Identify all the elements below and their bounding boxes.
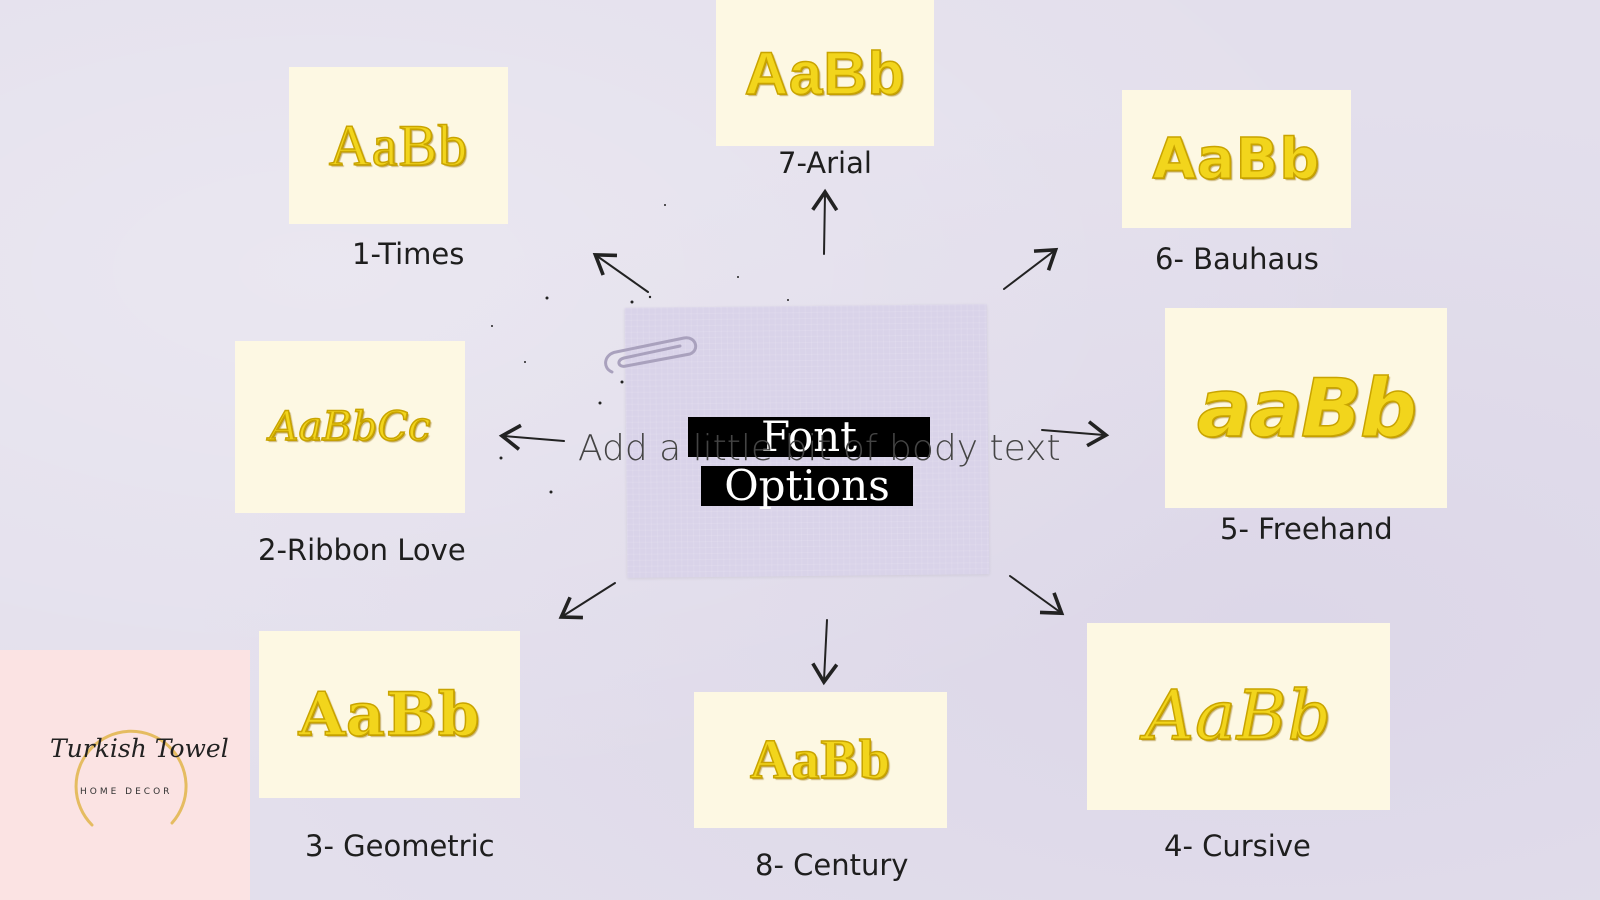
font-sample-freehand: aaBb xyxy=(1196,361,1418,456)
font-label-arial: 7-Arial xyxy=(778,146,872,180)
title-line-font: Font xyxy=(688,416,930,458)
font-label-century: 8- Century xyxy=(755,848,909,882)
font-card-times[interactable]: AaBb xyxy=(289,67,508,224)
font-card-ribbon-love[interactable]: AaBbCc xyxy=(235,341,465,513)
font-card-arial[interactable]: AaBb xyxy=(716,0,934,146)
font-card-bauhaus[interactable]: AaBb xyxy=(1122,90,1351,228)
font-sample-cursive: AaBb xyxy=(1144,676,1333,757)
font-label-bauhaus: 6- Bauhaus xyxy=(1155,242,1319,276)
font-label-geometric: 3- Geometric xyxy=(305,829,495,863)
logo-ring-icon xyxy=(74,729,188,827)
logo-tagline: HOME DECOR xyxy=(80,787,173,797)
font-sample-bauhaus: AaBb xyxy=(1152,126,1321,193)
font-card-cursive[interactable]: AaBb xyxy=(1087,623,1390,810)
font-card-century[interactable]: AaBb xyxy=(694,692,947,828)
font-sample-geometric: AaBb xyxy=(298,679,481,751)
font-label-ribbon-love: 2-Ribbon Love xyxy=(258,533,466,567)
logo-name: Turkish Towel xyxy=(50,734,229,763)
brand-logo xyxy=(0,650,250,900)
font-sample-ribbon-love: AaBbCc xyxy=(269,403,431,451)
font-label-freehand: 5- Freehand xyxy=(1220,512,1393,546)
font-card-freehand[interactable]: aaBb xyxy=(1165,308,1447,508)
font-card-geometric[interactable]: AaBb xyxy=(259,631,520,798)
title-line-options: Options xyxy=(701,465,913,507)
font-sample-arial: AaBb xyxy=(744,39,906,108)
font-label-times: 1-Times xyxy=(352,237,465,271)
body-text-placeholder[interactable]: Add a little bit of body text xyxy=(578,428,1061,469)
font-sample-century: AaBb xyxy=(749,728,891,792)
font-sample-times: AaBb xyxy=(328,112,469,179)
paperclip-icon xyxy=(604,336,698,374)
font-label-cursive: 4- Cursive xyxy=(1164,829,1311,863)
